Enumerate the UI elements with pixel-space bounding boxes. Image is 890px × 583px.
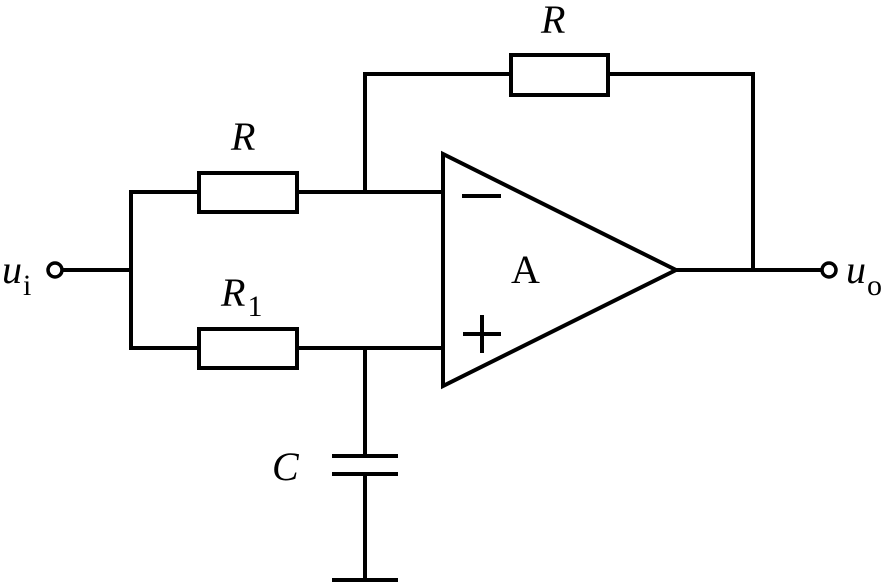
output-voltage-symbol: u: [846, 247, 866, 292]
output-terminal: [820, 261, 838, 279]
resistor-feedback: [509, 53, 610, 97]
noninverting-input-sign: [463, 315, 501, 353]
resistor-r1: [197, 327, 299, 370]
resistor-r1-label: R1: [220, 270, 262, 323]
capacitor-label: C: [272, 444, 300, 489]
resistor-input-label: R: [230, 114, 255, 159]
resistor-input: [197, 171, 299, 214]
op-amp-triangle: [441, 150, 681, 390]
resistor-r1-symbol: R: [220, 270, 245, 315]
input-voltage-symbol: u: [2, 247, 22, 292]
capacitor: [332, 454, 398, 476]
input-voltage-label: ui: [2, 247, 31, 302]
output-voltage-label: uo: [846, 247, 882, 302]
output-voltage-subscript: o: [867, 269, 882, 302]
input-voltage-subscript: i: [23, 269, 31, 302]
input-terminal: [46, 261, 64, 279]
resistor-r1-subscript: 1: [247, 290, 262, 323]
resistor-feedback-label: R: [540, 0, 565, 42]
wires: [60, 72, 824, 582]
op-amp-label: A: [511, 247, 540, 292]
